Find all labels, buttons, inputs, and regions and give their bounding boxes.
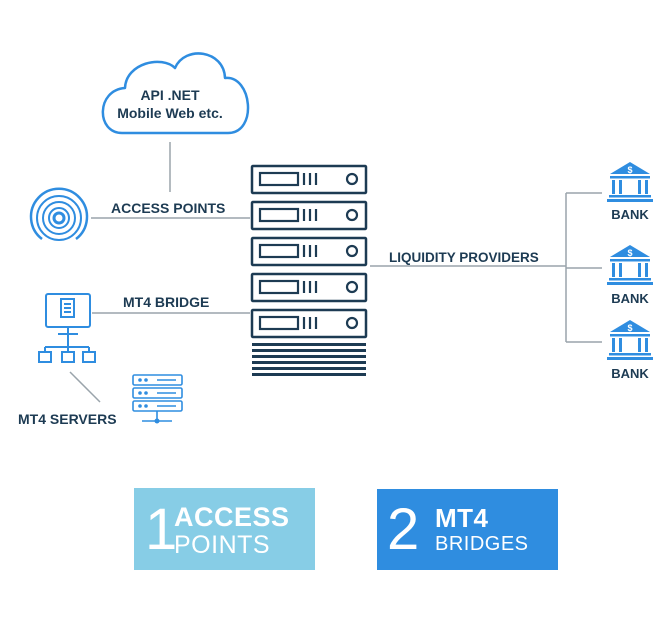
card-mt4-bridges-line1: MT4: [435, 503, 489, 533]
small-server-icon: [132, 374, 183, 424]
card-mt4-bridges: 2 MT4 BRIDGES: [377, 489, 558, 570]
bank-label-1: BANK: [611, 207, 649, 222]
central-server-rack-icon: [250, 164, 368, 376]
bank-label-2: BANK: [611, 291, 649, 306]
connector-lines: [69, 142, 602, 403]
liquidity-providers-label: LIQUIDITY PROVIDERS: [389, 250, 539, 265]
card-mt4-bridges-line2: BRIDGES: [435, 533, 529, 555]
mt4-servers-connector: [69, 371, 101, 403]
cloud-label-line2: Mobile Web etc.: [117, 105, 223, 121]
bank-label-3: BANK: [611, 366, 649, 381]
bank-icon-1: $: [607, 162, 653, 202]
access-points-label: ACCESS POINTS: [111, 200, 225, 216]
access-point-icon: [29, 187, 89, 241]
svg-text:$: $: [627, 323, 632, 333]
monitor-network-icon: [38, 293, 96, 363]
card-access-points: 1 ACCESS POINTS: [134, 488, 315, 570]
card-mt4-bridges-number: 2: [387, 497, 420, 562]
bank-icon-2: $: [607, 245, 653, 285]
svg-text:$: $: [627, 165, 632, 175]
card-access-points-line1: ACCESS: [174, 502, 290, 532]
svg-text:$: $: [627, 248, 632, 258]
mt4-servers-label: MT4 SERVERS: [18, 411, 117, 427]
card-access-points-line2: POINTS: [174, 531, 271, 559]
card-access-points-number: 1: [145, 497, 178, 562]
bank-icon-3: $: [607, 320, 653, 360]
cloud-icon: [101, 52, 250, 135]
cloud-label-line1: API .NET: [140, 87, 200, 103]
mt4-bridge-label: MT4 BRIDGE: [123, 294, 209, 310]
